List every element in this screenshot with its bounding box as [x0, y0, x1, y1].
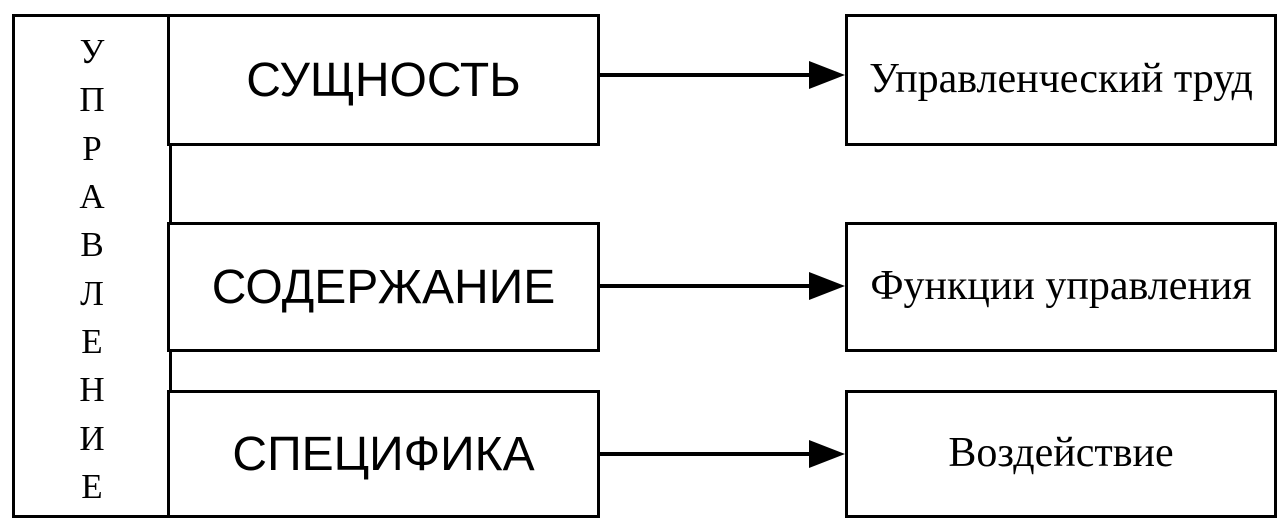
essence-box: СУЩНОСТЬ: [167, 14, 600, 146]
vertical-letter-8: Н: [79, 370, 105, 410]
management-vertical-label: У П Р А В Л Е Н И Е: [12, 34, 172, 504]
management-container: [12, 14, 172, 518]
vertical-letter-2: П: [79, 80, 105, 120]
vertical-letter-9: И: [79, 418, 105, 458]
management-functions-box: Функции управления: [845, 222, 1277, 352]
vertical-letter-7: Е: [81, 321, 103, 361]
content-arrow: [600, 266, 845, 306]
essence-label: СУЩНОСТЬ: [246, 53, 521, 107]
vertical-letter-6: Л: [80, 273, 104, 313]
content-box: СОДЕРЖАНИЕ: [167, 222, 600, 352]
impact-box: Воздействие: [845, 390, 1277, 518]
management-work-box: Управленческий труд: [845, 14, 1277, 146]
vertical-letter-3: Р: [82, 128, 102, 168]
management-functions-label: Функции управления: [870, 263, 1252, 310]
specifics-label: СПЕЦИФИКА: [232, 427, 535, 481]
vertical-letter-1: У: [79, 32, 105, 71]
vertical-letter-10: Е: [81, 466, 103, 506]
vertical-letter-5: В: [80, 225, 104, 265]
specifics-box: СПЕЦИФИКА: [167, 390, 600, 518]
content-label: СОДЕРЖАНИЕ: [211, 260, 556, 314]
vertical-letter-4: А: [79, 176, 105, 216]
management-work-label: Управленческий труд: [869, 56, 1253, 103]
specifics-arrow: [600, 434, 845, 474]
essence-arrow: [600, 55, 845, 95]
impact-label: Воздействие: [948, 430, 1174, 477]
